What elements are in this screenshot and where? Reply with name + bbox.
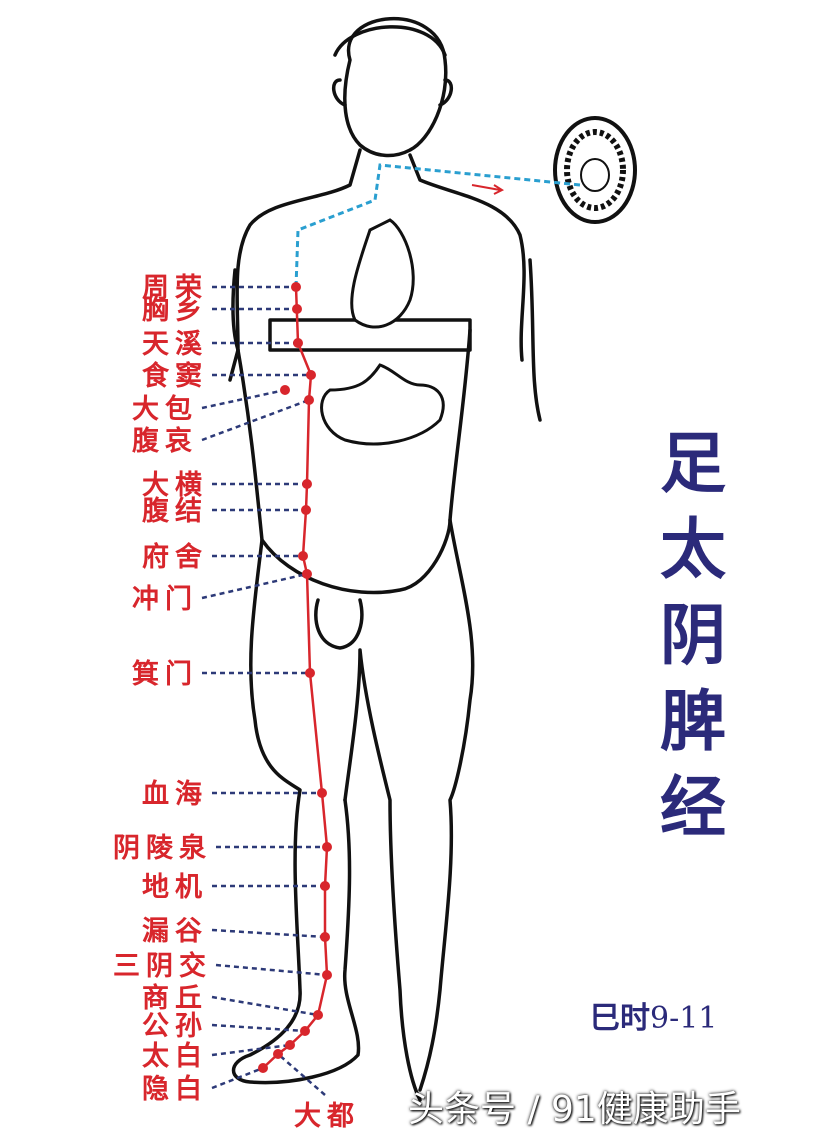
time-hours: 9-11 xyxy=(650,1001,718,1036)
acupoint-dot xyxy=(304,395,314,405)
acupoint-label: 血海 xyxy=(142,779,208,810)
acupoint-dot xyxy=(317,788,327,798)
internal-meridian-path xyxy=(294,163,581,288)
leader-line xyxy=(211,1023,306,1033)
acupoint-dot xyxy=(320,881,330,891)
heart-organ xyxy=(350,218,415,329)
mouth-inset xyxy=(553,116,637,224)
acupoint-dot xyxy=(291,282,301,292)
leader-line xyxy=(277,1053,326,1096)
time-period: 巳时 xyxy=(590,1001,650,1036)
leader-line xyxy=(211,995,319,1017)
watermark: 头条号 / 91健康助手 xyxy=(408,1089,741,1130)
acupoint-dot xyxy=(320,932,330,942)
acupoint-label: 腹哀 xyxy=(131,425,198,457)
acupoint-label: 腹结 xyxy=(141,496,208,527)
acupoint-dot xyxy=(300,1026,310,1036)
leader-line xyxy=(211,1066,264,1090)
acupoint-label: 大包 xyxy=(132,393,198,425)
acupoint-label: 大都 xyxy=(294,1101,360,1132)
acupoint-dot xyxy=(298,551,308,561)
acupoint-dot xyxy=(305,668,315,678)
acupoint-label: 冲门 xyxy=(132,584,198,615)
acupoint-dot xyxy=(273,1049,283,1059)
acupoint-dot xyxy=(322,842,332,852)
acupoint-dot xyxy=(302,569,312,579)
meridian-title: 足太阴脾经 xyxy=(660,424,726,846)
acupoint-label: 胸乡 xyxy=(142,295,208,326)
acupoint-dot xyxy=(258,1063,268,1073)
acupoint-label: 漏谷 xyxy=(142,916,208,947)
acupoint-dot xyxy=(306,370,316,380)
acupoint-label: 大横 xyxy=(142,470,208,501)
acupoint-label: 隐白 xyxy=(142,1073,208,1105)
acupoint-dot xyxy=(280,385,290,395)
acupoint-label: 公孙 xyxy=(142,1011,208,1042)
acupoint-label: 太白 xyxy=(142,1040,208,1072)
acupoint-dot xyxy=(301,505,311,515)
acupoint-label: 阴陵泉 xyxy=(113,832,212,864)
leader-line xyxy=(215,963,328,977)
acupoint-dot xyxy=(285,1040,295,1050)
leader-line xyxy=(211,1043,291,1057)
acupoint-label: 地机 xyxy=(142,872,208,903)
acupoint-label: 府舍 xyxy=(142,541,208,573)
leader-line xyxy=(211,928,326,939)
acupoint-label: 周荣 xyxy=(142,273,208,304)
acupoint-dot xyxy=(292,304,302,314)
stomach-organ xyxy=(320,363,445,446)
direction-arrow xyxy=(471,184,505,195)
acupoint-label: 商丘 xyxy=(142,983,208,1014)
acupoint-dot xyxy=(302,479,312,489)
acupoint-label: 食窦 xyxy=(142,360,208,392)
body-outline xyxy=(228,16,542,1102)
acupoint-label: 天溪 xyxy=(142,329,208,360)
time-label: 巳时9-11 xyxy=(590,993,717,1037)
acupoint-label: 箕门 xyxy=(132,658,198,690)
acupoint-dot xyxy=(293,338,303,348)
acupoint-dot xyxy=(322,970,332,980)
acupoint-dot xyxy=(313,1010,323,1020)
acupoint-label: 三阴交 xyxy=(113,950,212,982)
leader-line xyxy=(201,398,310,442)
